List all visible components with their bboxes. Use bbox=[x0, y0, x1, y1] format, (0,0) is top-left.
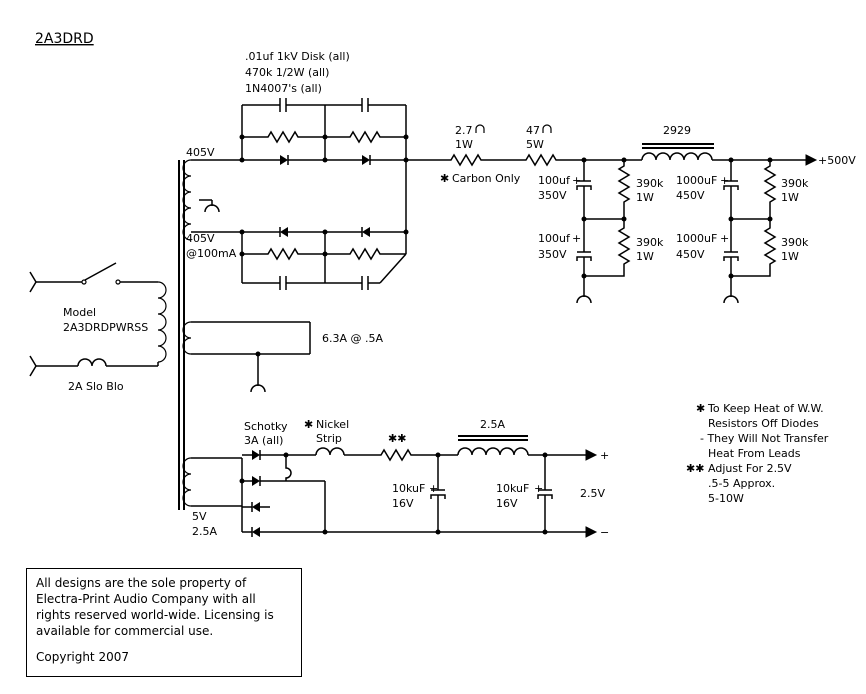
asterisk-mark: ✱ bbox=[440, 172, 449, 185]
secondary-current-label: @100mA bbox=[186, 247, 237, 260]
r1-rating: 1W bbox=[455, 138, 473, 151]
low-choke-label: 2.5A bbox=[480, 418, 505, 431]
c3-value: 1000uF bbox=[676, 174, 717, 187]
schottky-rating: 3A (all) bbox=[244, 434, 283, 447]
schottky-label: Schotky bbox=[244, 420, 288, 433]
note-2-line-2: Heat From Leads bbox=[708, 447, 801, 460]
hv-filter bbox=[406, 143, 818, 304]
plus-sign: + bbox=[572, 174, 581, 187]
asterisk-mark: ✱ bbox=[304, 418, 313, 431]
low-out-minus: − bbox=[600, 526, 609, 539]
low-winding-current: 2.5A bbox=[192, 525, 217, 538]
r6-rating: 1W bbox=[781, 250, 799, 263]
c1-value: 100uf bbox=[538, 174, 571, 187]
r4-value: 390k bbox=[636, 236, 664, 249]
plus-sign: + bbox=[720, 232, 729, 245]
low-c2-rating: 16V bbox=[496, 497, 518, 510]
c1-rating: 350V bbox=[538, 189, 567, 202]
carbon-only-note: Carbon Only bbox=[452, 172, 521, 185]
r4-rating: 1W bbox=[636, 250, 654, 263]
low-winding-voltage: 5V bbox=[192, 510, 207, 523]
r2-value: 47 bbox=[526, 124, 540, 137]
r1-value: 2.7 bbox=[455, 124, 473, 137]
c2-value: 100uf bbox=[538, 232, 571, 245]
r3-rating: 1W bbox=[636, 191, 654, 204]
copyright-line: All designs are the sole property of bbox=[36, 576, 247, 590]
adjust-mark: ✱✱ bbox=[388, 432, 406, 445]
copyright-line: Electra-Print Audio Company with all bbox=[36, 592, 256, 606]
c3-rating: 450V bbox=[676, 189, 705, 202]
copyright-year: Copyright 2007 bbox=[36, 650, 129, 664]
plus-sign: + bbox=[534, 482, 543, 495]
choke-label: 2929 bbox=[663, 124, 691, 137]
r3-value: 390k bbox=[636, 177, 664, 190]
note-2-line-1: - They Will Not Transfer bbox=[700, 432, 829, 445]
r5-value: 390k bbox=[781, 177, 809, 190]
low-c2-value: 10kuF bbox=[496, 482, 529, 495]
low-c1-rating: 16V bbox=[392, 497, 414, 510]
note-resistors: 470k 1/2W (all) bbox=[245, 66, 329, 79]
hv-output-label: +500V bbox=[818, 154, 856, 167]
heater-label: 6.3A @ .5A bbox=[322, 332, 384, 345]
c4-rating: 450V bbox=[676, 248, 705, 261]
note-3-line-2: .5-5 Approx. bbox=[708, 477, 775, 490]
nickel-label-2: Strip bbox=[316, 432, 342, 445]
copyright-box: All designs are the sole property of Ele… bbox=[26, 568, 302, 677]
r5-rating: 1W bbox=[781, 191, 799, 204]
copyright-line: available for commercial use. bbox=[36, 624, 214, 638]
fuse-label: 2A Slo Blo bbox=[68, 380, 124, 393]
note-disk-caps: .01uf 1kV Disk (all) bbox=[245, 50, 350, 63]
asterisk-mark: ✱✱ bbox=[686, 462, 704, 475]
c2-rating: 350V bbox=[538, 248, 567, 261]
asterisk-mark: ✱ bbox=[696, 402, 705, 415]
r6-value: 390k bbox=[781, 236, 809, 249]
ohm-symbol bbox=[542, 124, 552, 133]
low-voltage-supply bbox=[191, 435, 598, 538]
nickel-label: Nickel bbox=[316, 418, 349, 431]
mains-input bbox=[29, 262, 159, 377]
ground-symbol bbox=[204, 199, 220, 213]
transformer-model-label: Model bbox=[63, 306, 96, 319]
note-3-line-3: 5-10W bbox=[708, 492, 744, 505]
r2-rating: 5W bbox=[526, 138, 544, 151]
c4-value: 1000uF bbox=[676, 232, 717, 245]
power-transformer bbox=[157, 159, 192, 510]
low-out-plus: + bbox=[600, 449, 609, 462]
schematic-title: 2A3DRD bbox=[35, 31, 94, 47]
note-3-line-1: Adjust For 2.5V bbox=[708, 462, 792, 475]
bridge-rectifier bbox=[191, 97, 409, 291]
secondary-top-label: 405V bbox=[186, 146, 215, 159]
plus-sign: + bbox=[720, 174, 729, 187]
heater-winding bbox=[191, 321, 311, 393]
transformer-model-number: 2A3DRDPWRSS bbox=[63, 321, 148, 334]
note-1-line-1: To Keep Heat of W.W. bbox=[707, 402, 824, 415]
note-1-line-2: Resistors Off Diodes bbox=[708, 417, 819, 430]
secondary-bottom-label: 405V bbox=[186, 232, 215, 245]
low-c1-value: 10kuF bbox=[392, 482, 425, 495]
plus-sign: + bbox=[572, 232, 581, 245]
low-output-label: 2.5V bbox=[580, 487, 605, 500]
ohm-symbol bbox=[475, 124, 485, 133]
copyright-line: rights reserved world-wide. Licensing is bbox=[36, 608, 274, 622]
note-diodes: 1N4007's (all) bbox=[245, 82, 322, 95]
plus-sign: + bbox=[429, 482, 438, 495]
